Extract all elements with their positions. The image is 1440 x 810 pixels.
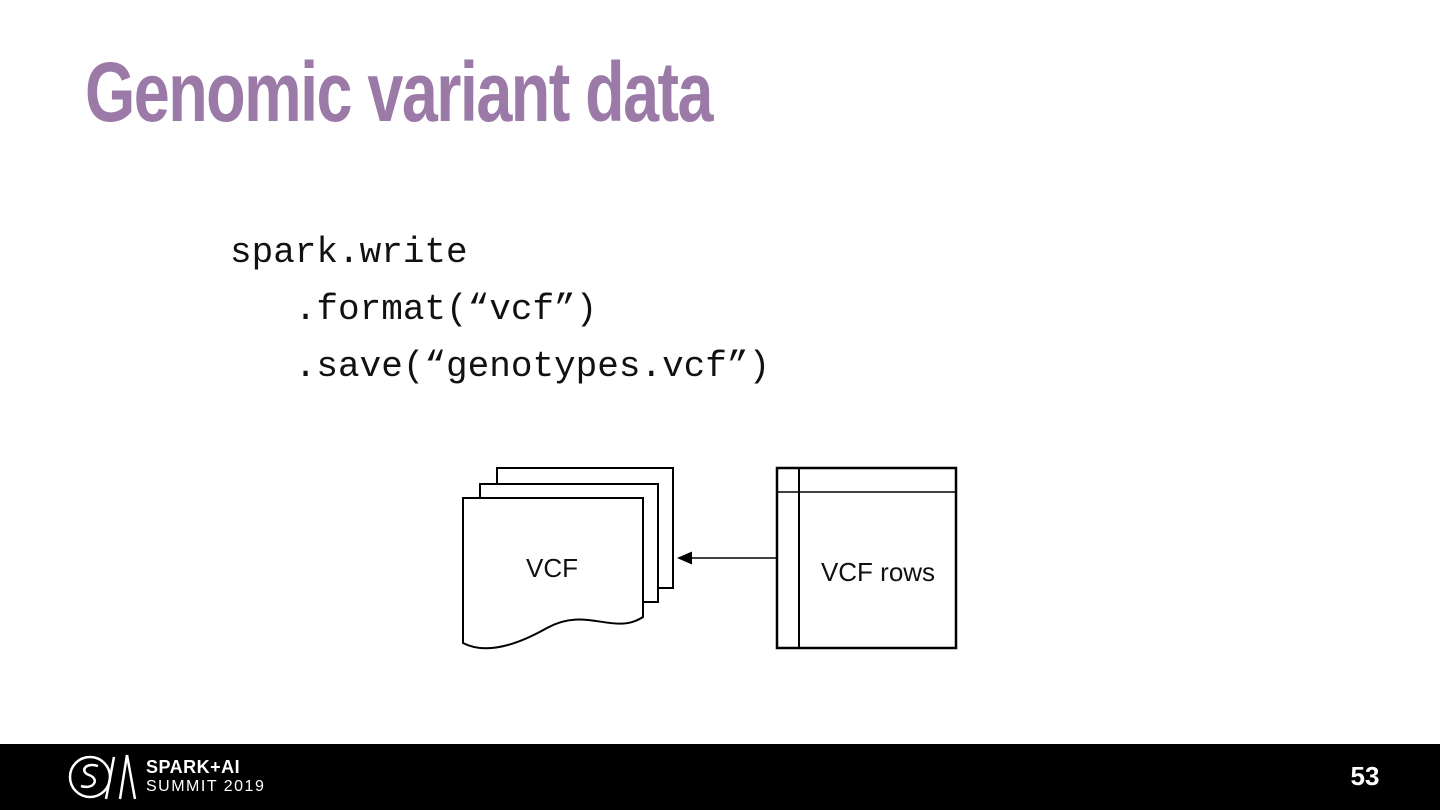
- table-outline: [775, 466, 958, 650]
- code-snippet: spark.write .format(“vcf”) .save(“genoty…: [230, 224, 770, 395]
- dataframe-table: VCF rows: [775, 466, 958, 650]
- footer-bar: SPARK+AI SUMMIT 2019 53: [0, 744, 1440, 810]
- document-page-front: [462, 497, 644, 650]
- logo-brand-line: SPARK+AI: [146, 757, 241, 778]
- code-line-3: .save(“genotypes.vcf”): [230, 346, 771, 387]
- slide-title: Genomic variant data: [85, 45, 714, 139]
- page-number: 53: [1350, 761, 1380, 791]
- logo-text: SPARK+AI SUMMIT 2019: [146, 757, 266, 796]
- code-line-1: spark.write: [230, 232, 468, 273]
- code-line-2: .format(“vcf”): [230, 289, 598, 330]
- spark-ai-summit-logo: SPARK+AI SUMMIT 2019: [68, 753, 265, 801]
- document-stack: VCF: [462, 467, 674, 650]
- arrow-table-to-documents: [677, 551, 777, 565]
- document-label: VCF: [526, 553, 578, 583]
- logo-event-line: SUMMIT 2019: [146, 778, 266, 796]
- spark-summit-logo-icon: [68, 754, 137, 800]
- table-label: VCF rows: [821, 557, 935, 587]
